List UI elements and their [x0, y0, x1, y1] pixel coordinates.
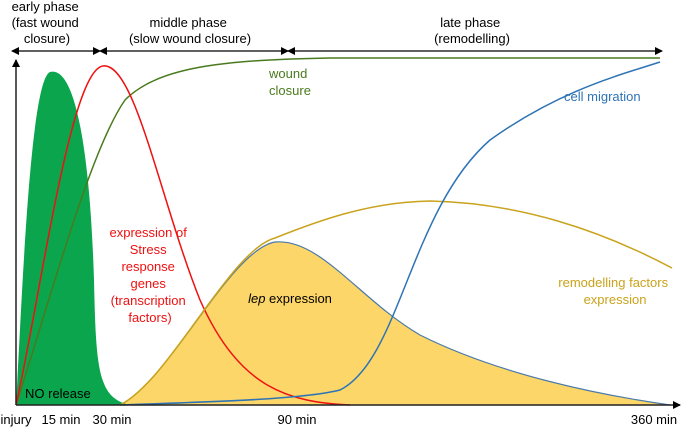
x-tick-injury: injury [0, 412, 32, 427]
x-tick-15min: 15 min [41, 412, 80, 427]
cell-migration-curve [119, 61, 661, 406]
x-tick-90min: 90 min [277, 412, 316, 427]
x-tick-30min: 30 min [92, 412, 131, 427]
cell-migration-label: cell migration [564, 89, 641, 104]
lep-expression-area [120, 241, 670, 405]
no-release-area [16, 71, 130, 406]
stress-response-curve [15, 65, 351, 406]
remodelling-factors-label: remodelling factors expression [558, 275, 671, 307]
early-phase-label: early phase (fast wound closure) [12, 0, 83, 46]
stress-response-label: expression of Stress response genes (tra… [110, 225, 191, 325]
wound-closure-curve [15, 56, 661, 406]
late-phase-label: late phase (remodelling) [434, 15, 510, 46]
no-release-label: NO release [25, 386, 91, 401]
middle-phase-label: middle phase (slow wound closure) [129, 15, 251, 46]
wound-closure-label: wound closure [268, 66, 311, 98]
x-tick-360min: 360 min [631, 412, 677, 427]
remodelling-factors-curve [119, 200, 673, 406]
lep-expression-label: lep expression [248, 291, 332, 306]
